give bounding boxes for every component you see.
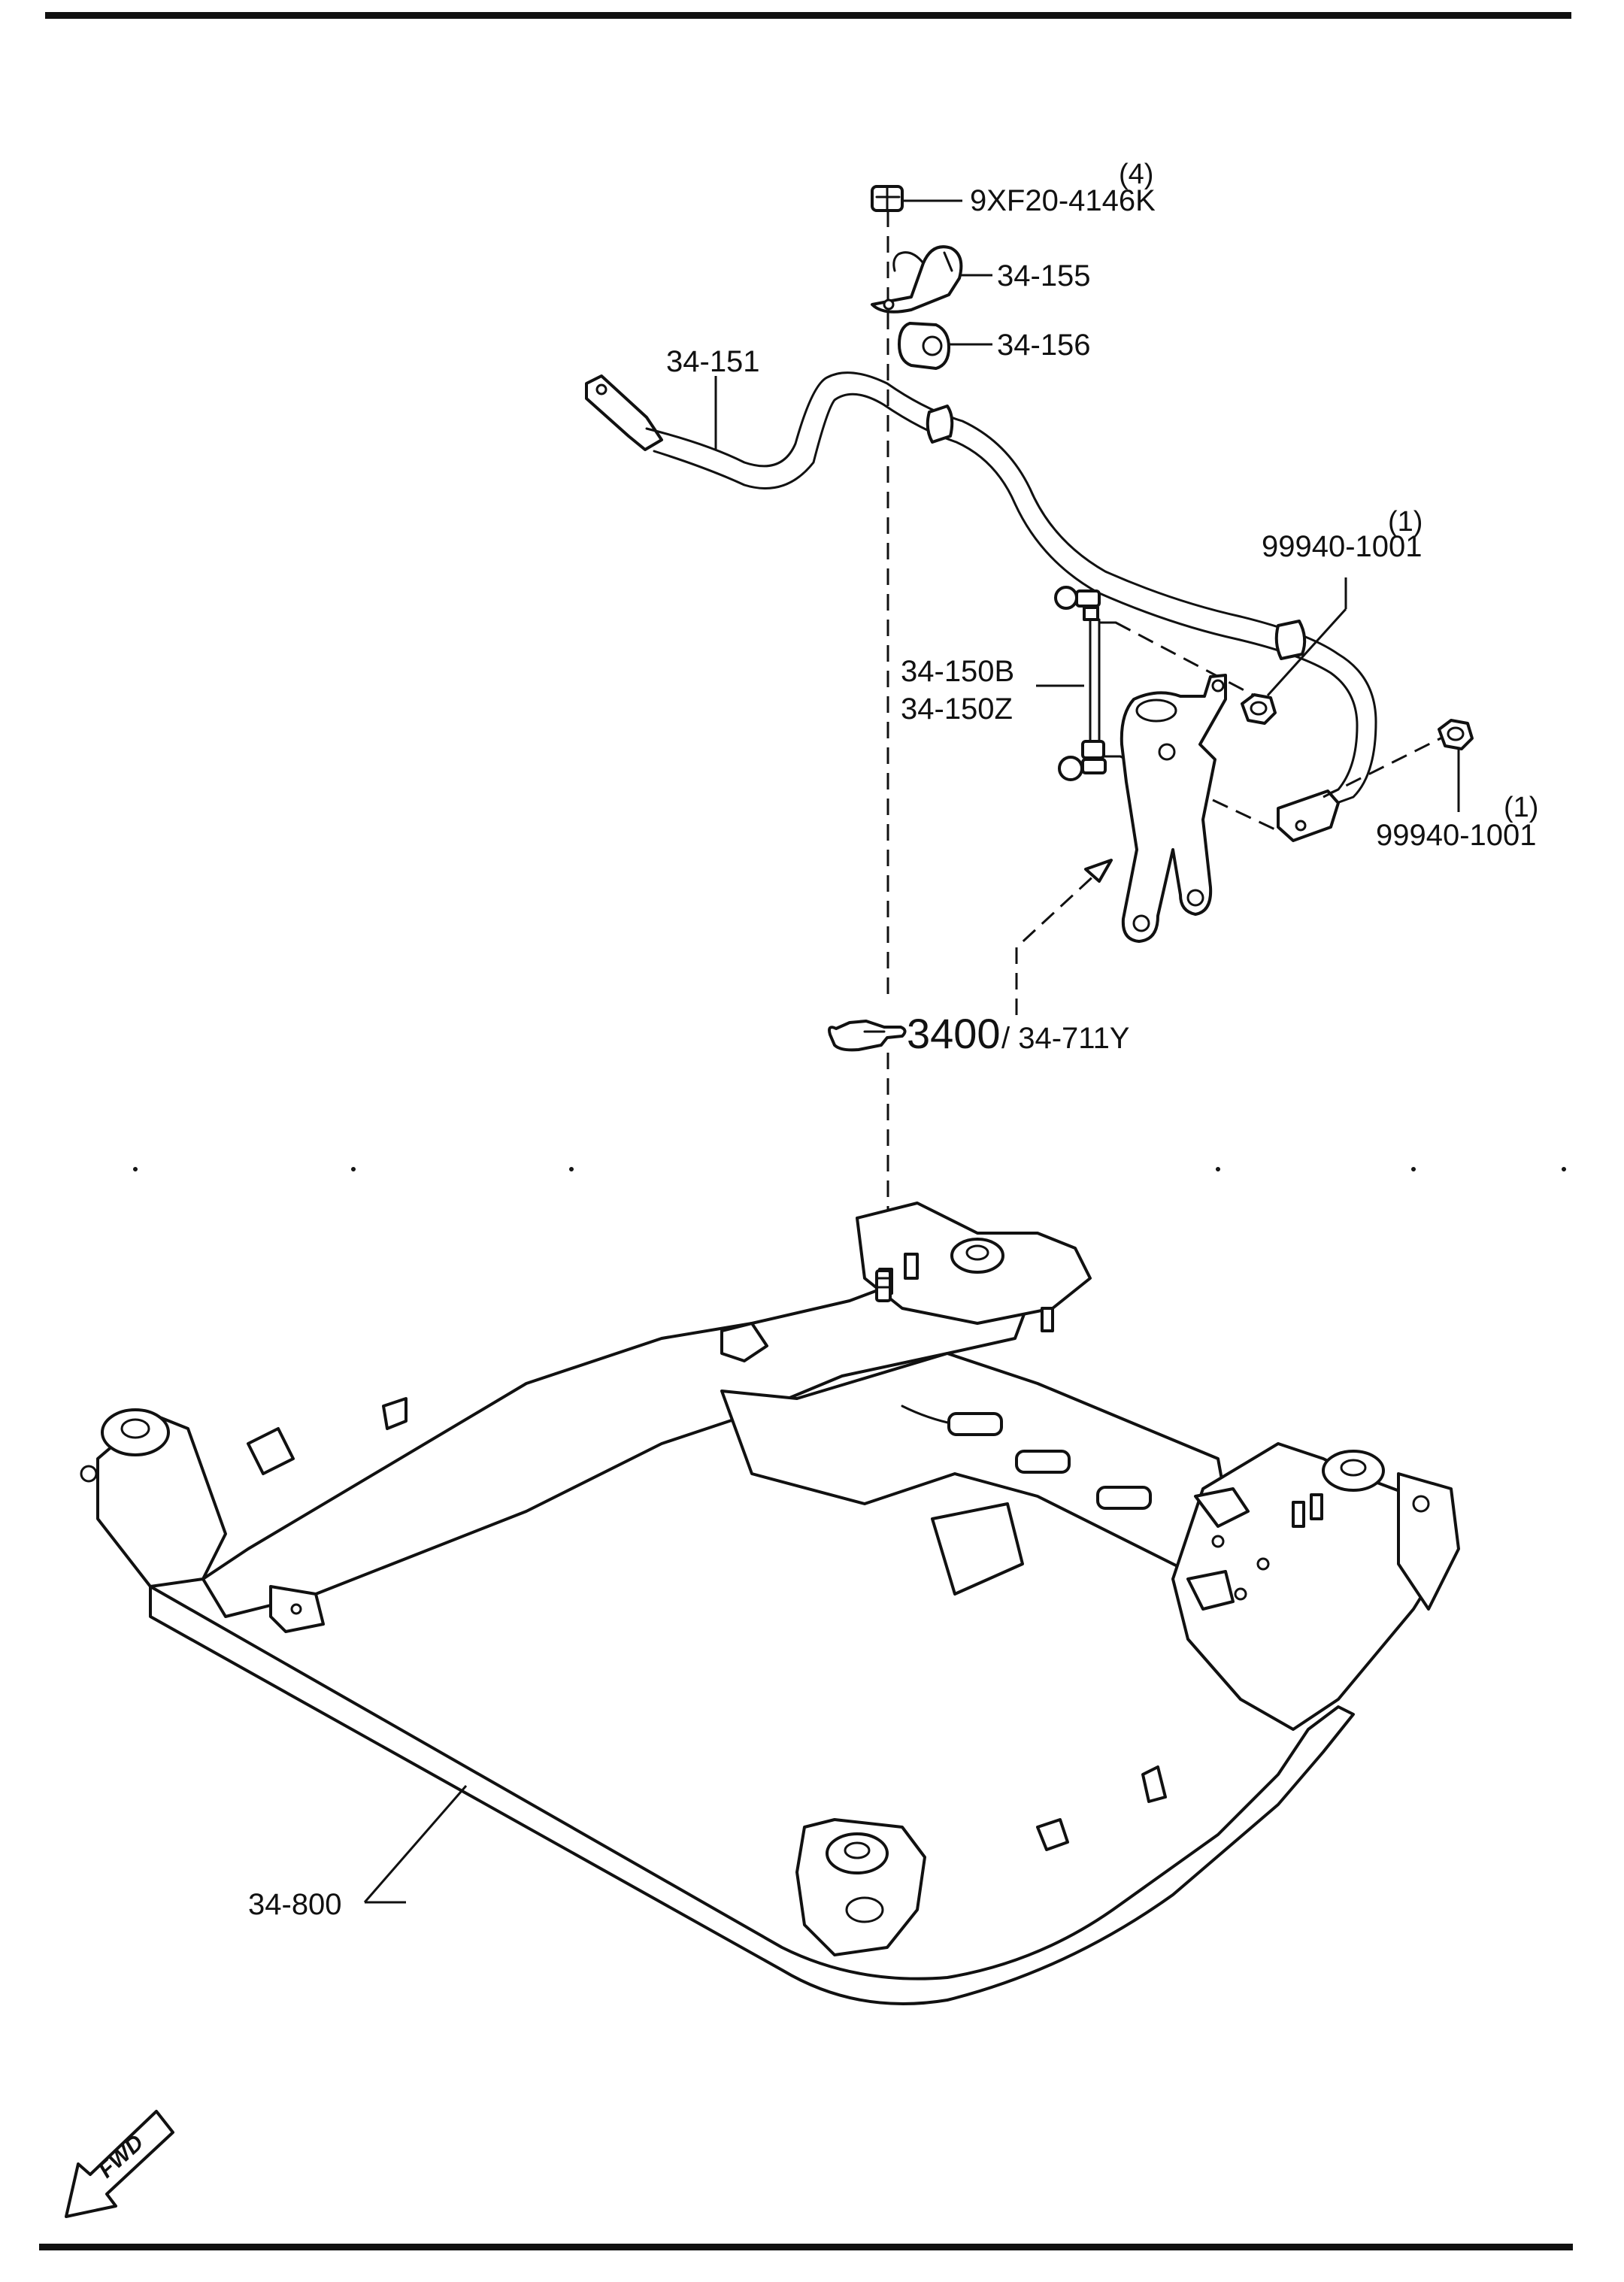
reference-main-label: 3400 [907, 1010, 1001, 1057]
upper-nut-qty-label: (1) [1388, 506, 1423, 538]
lower-nut-qty-label: (1) [1504, 792, 1538, 823]
scan-dots [133, 1167, 1566, 1171]
lower-nut-label: 99940-1001 [1376, 819, 1537, 852]
stabilizer-bar-part [585, 371, 1377, 842]
bolt-part [871, 185, 904, 212]
lower-nut-part [1438, 719, 1474, 750]
bracket-part [871, 245, 963, 314]
link-to-bar-dash [1115, 621, 1255, 697]
bottom-rule [39, 2244, 1573, 2250]
top-rule [45, 12, 1571, 19]
bolt-qty-label: (4) [1119, 159, 1153, 190]
crossmember-leader [363, 1785, 468, 1903]
upper-nut-part [1241, 693, 1277, 725]
pointing-hand-icon [828, 1020, 907, 1052]
reference-arrow-head [1084, 859, 1113, 883]
bolt-part-label: 9XF20-4146K [970, 184, 1156, 217]
stabilizer-link-part [1054, 586, 1122, 781]
link-label-z: 34-150Z [901, 692, 1013, 726]
knuckle-to-nut-dash [1323, 735, 1444, 799]
crossmember-part [80, 1202, 1460, 2005]
upper-nut-label: 99940-1001 [1262, 530, 1423, 563]
bracket-part-label: 34-155 [997, 259, 1091, 292]
bushing-part [898, 322, 950, 370]
upper-nut-leader [1266, 608, 1347, 697]
crossmember-label: 34-800 [248, 1888, 342, 1921]
forward-arrow-icon: FWD [65, 2110, 174, 2218]
link-label-b: 34-150B [901, 655, 1014, 688]
stabilizer-bar-label: 34-151 [666, 345, 760, 378]
reference-arrow-line [1015, 871, 1099, 1015]
knuckle-part [1120, 674, 1227, 943]
reference-sub-label: / 34-711Y [1001, 1022, 1130, 1055]
bushing-part-label: 34-156 [997, 329, 1091, 362]
